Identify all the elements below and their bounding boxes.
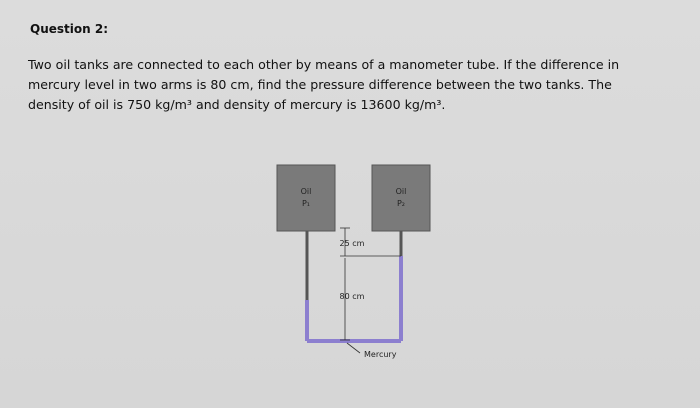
right-tank-pressure: P₂ — [397, 199, 405, 208]
dimension-25cm-label: 25 cm — [340, 239, 365, 248]
question-text: Two oil tanks are connected to each othe… — [28, 55, 676, 115]
question-line: mercury level in two arms is 80 cm, find… — [28, 77, 612, 92]
dimension-lines — [340, 227, 401, 354]
question-line: density of oil is 750 kg/m³ and density … — [28, 97, 446, 112]
mercury-column — [305, 256, 403, 343]
left-tank-label: Oil — [301, 187, 312, 196]
left-tank — [276, 164, 336, 232]
right-tank-label: Oil — [396, 187, 407, 196]
right-tank — [371, 164, 431, 232]
question-title: Question 2: — [30, 22, 108, 36]
dimension-80cm-label: 80 cm — [340, 292, 365, 301]
question-line: Two oil tanks are connected to each othe… — [28, 57, 620, 72]
left-tank-pressure: P₁ — [302, 199, 310, 208]
mercury-label: Mercury — [364, 350, 397, 359]
